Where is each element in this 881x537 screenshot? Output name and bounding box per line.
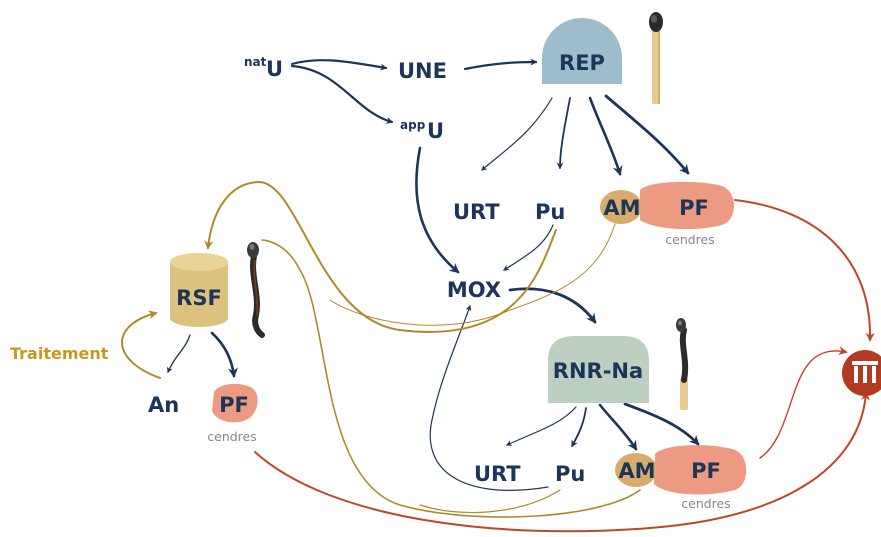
ash-bot-label: cendres [681,496,731,511]
arrow-spent-bot-to-rsf [261,239,641,518]
arrow-traitement-loop [121,310,161,379]
une-label: UNE [398,59,447,83]
arrow-pf-left-to-repository [254,391,870,533]
arrow-am-top-to-rsf [329,223,616,326]
rep-label: REP [559,51,605,75]
pf-bot-blob: PF [654,445,747,495]
rep-reactor: REP [542,18,622,84]
urt-top-label: URT [453,200,500,224]
node-natU: nat U [244,55,283,81]
arrow-spent-top-to-rsf [204,180,557,333]
match-burnt-icon [247,242,265,338]
appU-label: U [427,119,444,143]
rnr-reactor: RNR-Na [548,336,649,403]
arrow-rnr-to-pf-bot [623,402,700,446]
match-new-icon [649,12,663,104]
rsf-cylinder-body [170,262,228,327]
arrow-rnr-to-urt-bot [505,406,577,446]
node-appU: app U [400,118,444,143]
am-bot-label: AM [618,459,655,483]
rsf-storage: RSF [170,253,228,327]
rep-dome-shape [542,18,622,84]
arrow-natU-to-appU [290,64,394,124]
appU-superscript: app [400,118,426,132]
pu-bot-label: Pu [555,462,585,486]
arrow-pu-bot-gold [419,489,561,514]
am-top-label: AM [603,196,640,220]
arrow-rnr-to-pu-bot [571,407,587,448]
arrow-rsf-to-an [167,334,191,374]
rsf-label: RSF [176,286,222,310]
am-top-blob: AM [600,190,642,224]
pf-left-label: PF [219,393,249,417]
ash-top-label: cendres [665,232,715,247]
an-label: An [148,393,179,417]
pf-bot-label: PF [691,459,721,483]
arrow-rep-to-pu-top [556,97,571,170]
pf-left-blob: PF [212,383,258,423]
match-burnt-icon [676,318,689,410]
rnr-label: RNR-Na [553,359,643,383]
arrow-une-to-rep [463,58,538,71]
arrow-rep-to-am-top [588,96,623,176]
arrow-mox-to-rnr [508,287,597,324]
rsf-cylinder-top [170,253,228,271]
traitement-label: Traitement [10,344,109,363]
am-bot-blob: AM [615,453,657,487]
flow-arrows [121,58,875,533]
pf-top-blob: PF [640,181,734,230]
arrow-rnr-to-am-bot [598,403,638,451]
ash-left-label: cendres [207,429,257,444]
arrow-pf-bot-to-repository [759,346,848,459]
arrow-pu-bot-to-mox [429,304,549,491]
arrow-rep-to-pf-top [604,94,690,175]
arrow-rsf-to-pf-left [210,331,238,378]
arrow-appU-to-mox [415,146,460,274]
pf-top-label: PF [679,196,709,220]
urt-bot-label: URT [474,462,521,486]
rnr-dome-shape [548,336,649,403]
pu-top-label: Pu [535,200,565,224]
geological-repository-icon [842,350,881,396]
arrow-natU-to-une [290,59,388,71]
natU-superscript: nat [244,55,267,69]
mox-label: MOX [447,278,501,302]
arrow-pu-top-to-mox [502,224,554,271]
arrow-rep-to-urt-top [481,97,553,171]
arrow-pf-top-to-repository [734,199,875,342]
natU-label: U [266,57,283,81]
